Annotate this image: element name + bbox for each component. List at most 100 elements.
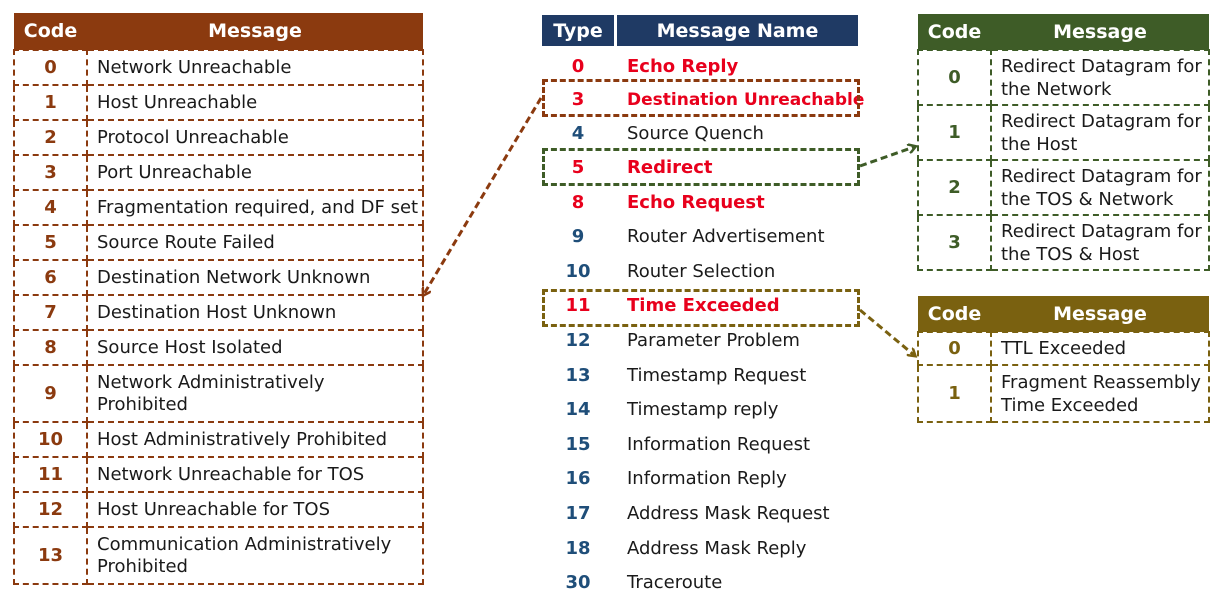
code-column-header: Code (14, 13, 87, 50)
message-cell: Fragment Reassembly Time Exceeded (990, 364, 1210, 423)
redirect-arrow (859, 147, 914, 168)
type-name: Parameter Problem (627, 330, 800, 351)
code-cell: 9 (13, 364, 88, 423)
time-exceeded-highlight-box (542, 289, 860, 327)
destination-unreachable-highlight-box (542, 79, 860, 117)
type-code: 3 (571, 89, 585, 110)
time-exceeded-arrow (859, 308, 914, 355)
table-row: 3 Redirect Datagram for the TOS & Host (917, 214, 1210, 271)
message-cell: Destination Network Unknown (86, 259, 424, 296)
message-cell: Fragmentation required, and DF set (86, 189, 424, 226)
table-row: 10 Host Administratively Prohibited (13, 421, 424, 458)
code-cell: 2 (13, 119, 88, 156)
code-cell: 7 (13, 294, 88, 331)
code-cell: 3 (917, 214, 992, 271)
icmp-types-header: Type Message Name (542, 15, 858, 46)
icmp-type-row: 8 Echo Request (542, 188, 858, 218)
table-row: 0 TTL Exceeded (917, 331, 1210, 366)
message-column-header: Message (991, 296, 1209, 332)
type-code: 4 (571, 123, 585, 144)
table-row: 8 Source Host Isolated (13, 329, 424, 366)
type-name: Information Reply (627, 468, 787, 489)
type-name: Redirect (627, 157, 713, 178)
destination-unreachable-table: Code Message 0 Network Unreachable 1 Hos… (13, 13, 424, 585)
message-cell: Protocol Unreachable (86, 119, 424, 156)
table-row: 1 Host Unreachable (13, 84, 424, 121)
message-cell: Network Administratively Prohibited (86, 364, 424, 423)
icmp-type-row: 15 Information Request (542, 430, 858, 460)
code-cell: 8 (13, 329, 88, 366)
message-column-header: Message (87, 13, 423, 50)
message-cell: Redirect Datagram for the Network (990, 49, 1210, 106)
table-row: 7 Destination Host Unknown (13, 294, 424, 331)
message-cell: TTL Exceeded (990, 331, 1210, 366)
code-cell: 10 (13, 421, 88, 458)
code-cell: 0 (13, 49, 88, 86)
table-row: 4 Fragmentation required, and DF set (13, 189, 424, 226)
table-row: 3 Port Unreachable (13, 154, 424, 191)
type-name: Source Quench (627, 123, 764, 144)
type-code: 11 (565, 295, 591, 316)
icmp-type-row: 3 Destination Unreachable (542, 85, 865, 115)
table-row: 2 Redirect Datagram for the TOS & Networ… (917, 159, 1210, 216)
type-code: 10 (565, 261, 591, 282)
code-cell: 5 (13, 224, 88, 261)
code-cell: 6 (13, 259, 88, 296)
redirect-table: Code Message 0 Redirect Datagram for the… (917, 14, 1210, 271)
message-cell: Source Route Failed (86, 224, 424, 261)
code-cell: 0 (917, 331, 992, 366)
code-cell: 1 (917, 104, 992, 161)
message-cell: Host Unreachable for TOS (86, 491, 424, 528)
type-code: 18 (565, 538, 591, 559)
type-name: Address Mask Reply (627, 538, 807, 559)
message-cell: Redirect Datagram for the TOS & Host (990, 214, 1210, 271)
table-row: 0 Network Unreachable (13, 49, 424, 86)
type-code: 30 (565, 572, 591, 593)
icmp-type-row: 4 Source Quench (542, 119, 858, 149)
message-cell: Host Administratively Prohibited (86, 421, 424, 458)
message-cell: Redirect Datagram for the TOS & Network (990, 159, 1210, 216)
icmp-type-row: 10 Router Selection (542, 257, 858, 287)
type-name: Timestamp Request (627, 365, 807, 386)
table-row: 9 Network Administratively Prohibited (13, 364, 424, 423)
time-exceeded-table: Code Message 0 TTL Exceeded 1 Fragment R… (917, 296, 1210, 423)
type-code: 14 (565, 399, 591, 420)
code-cell: 0 (917, 49, 992, 106)
redirect-highlight-box (542, 148, 860, 186)
icmp-type-row: 13 Timestamp Request (542, 361, 858, 391)
type-name: Time Exceeded (627, 295, 780, 316)
type-code: 0 (571, 56, 585, 77)
message-cell: Host Unreachable (86, 84, 424, 121)
type-name: Traceroute (627, 572, 723, 593)
type-name: Echo Request (627, 192, 765, 213)
type-name: Router Advertisement (627, 226, 825, 247)
code-cell: 11 (13, 456, 88, 493)
code-cell: 1 (13, 84, 88, 121)
table-row: 1 Redirect Datagram for the Host (917, 104, 1210, 161)
message-column-header: Message (991, 14, 1209, 50)
icmp-type-row: 12 Parameter Problem (542, 326, 858, 356)
type-name: Information Request (627, 434, 811, 455)
code-column-header: Code (918, 296, 991, 332)
message-cell: Network Unreachable for TOS (86, 456, 424, 493)
code-cell: 2 (917, 159, 992, 216)
table-row: 2 Protocol Unreachable (13, 119, 424, 156)
type-code: 13 (565, 365, 591, 386)
type-name: Timestamp reply (627, 399, 779, 420)
type-name: Address Mask Request (627, 503, 830, 524)
type-name: Echo Reply (627, 56, 739, 77)
table-row: 6 Destination Network Unknown (13, 259, 424, 296)
icmp-type-row: 9 Router Advertisement (542, 222, 858, 252)
type-name: Router Selection (627, 261, 776, 282)
table-header: Code Message (918, 296, 1209, 332)
icmp-type-row: 11 Time Exceeded (542, 291, 858, 321)
code-cell: 4 (13, 189, 88, 226)
table-header: Code Message (14, 13, 423, 50)
icmp-type-row: 16 Information Reply (542, 464, 858, 494)
table-row: 13 Communication Administratively Prohib… (13, 526, 424, 585)
code-column-header: Code (918, 14, 991, 50)
code-cell: 3 (13, 154, 88, 191)
type-code: 5 (571, 157, 585, 178)
message-cell: Communication Administratively Prohibite… (86, 526, 424, 585)
